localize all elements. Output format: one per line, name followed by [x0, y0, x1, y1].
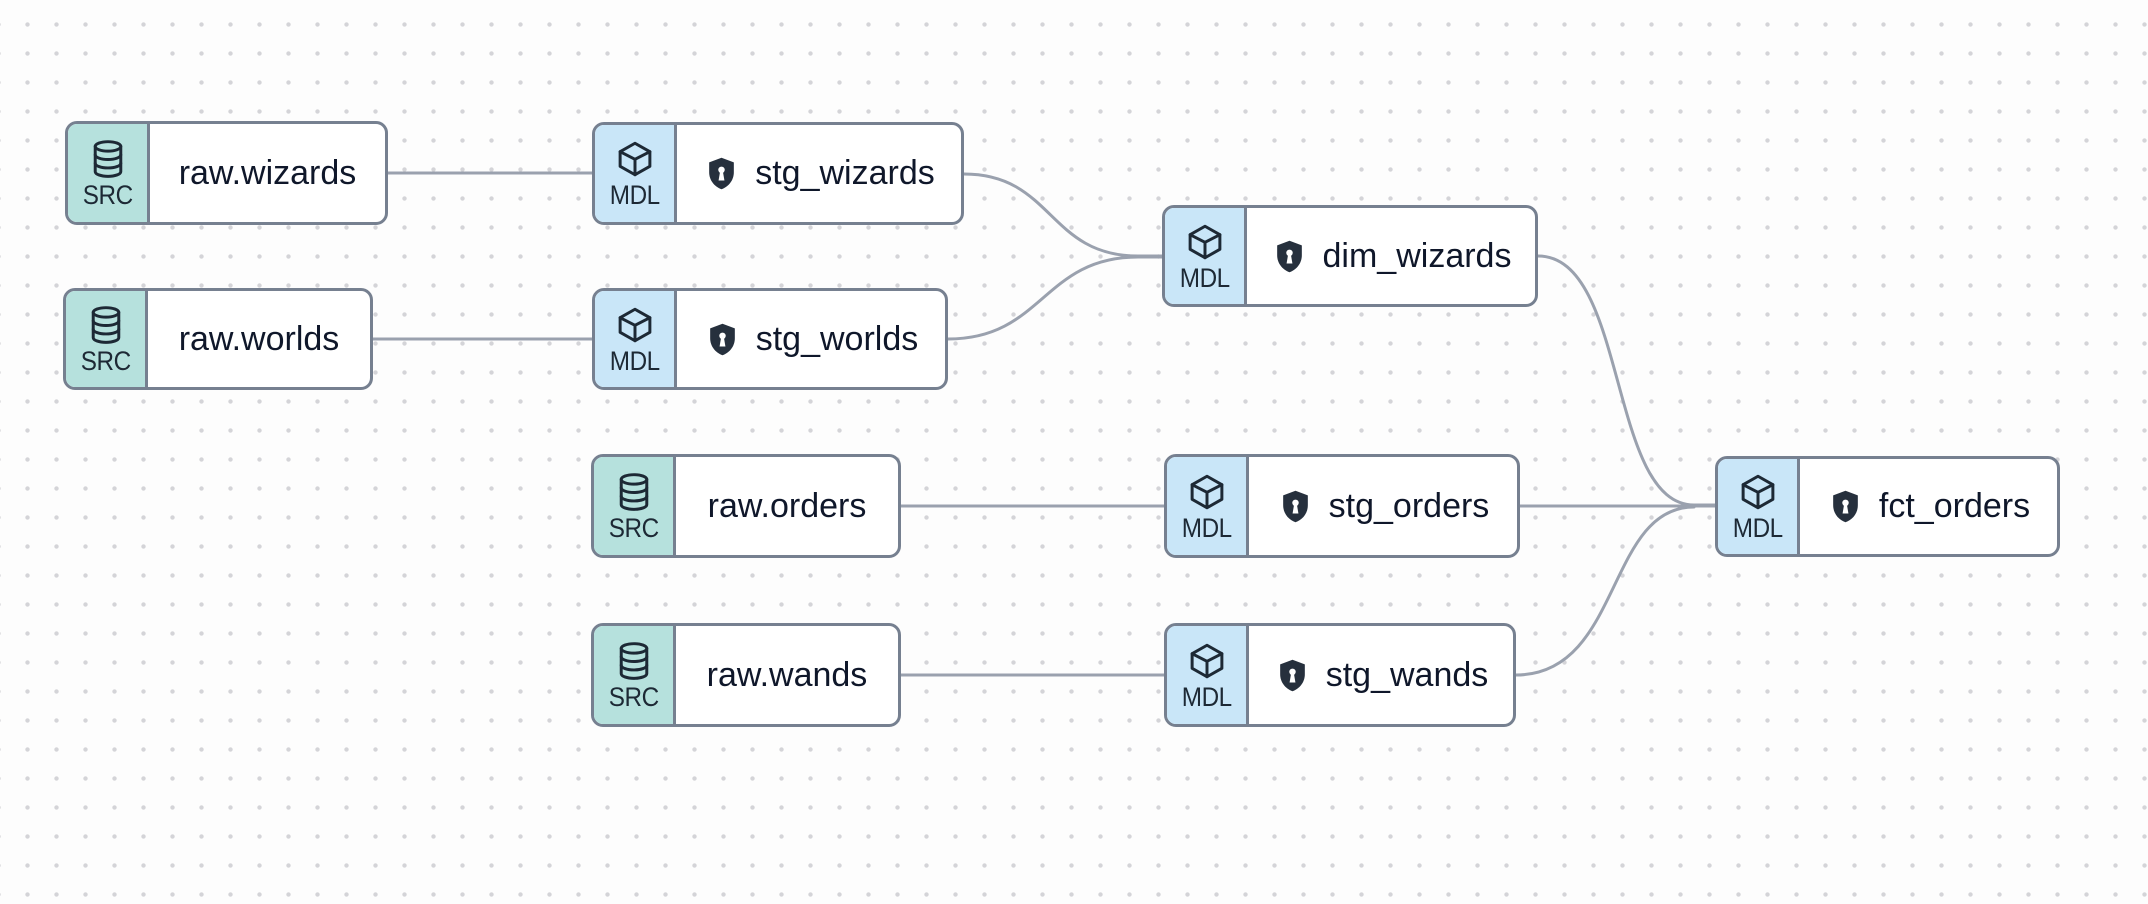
model-badge: MDL: [1718, 459, 1800, 554]
node-name-text: stg_wands: [1325, 655, 1489, 694]
model-badge: MDL: [1165, 208, 1247, 304]
badge-label: MDL: [1179, 262, 1230, 293]
cube-icon: [1184, 221, 1226, 263]
model-badge: MDL: [1167, 457, 1249, 555]
node-raw-wands[interactable]: SRC raw.wands: [591, 623, 901, 727]
source-badge: SRC: [68, 124, 150, 222]
node-raw-worlds[interactable]: SRC raw.worlds: [63, 288, 373, 390]
cube-icon: [1186, 640, 1228, 682]
cube-icon: [1737, 471, 1779, 513]
model-badge: MDL: [1167, 626, 1249, 724]
node-label: raw.wands: [676, 626, 898, 724]
badge-label: SRC: [80, 345, 131, 376]
shield-lock-icon: [1271, 238, 1308, 275]
model-badge: MDL: [595, 125, 677, 222]
node-stg-wands[interactable]: MDL stg_wands: [1164, 623, 1516, 727]
node-dim-wizards[interactable]: MDL dim_wizards: [1162, 205, 1538, 307]
node-name-text: stg_wizards: [755, 154, 935, 192]
cube-icon: [1186, 471, 1228, 513]
cube-icon: [614, 304, 656, 346]
edge-dim-wizards-fct-orders: [1536, 254, 1717, 507]
node-name-text: dim_wizards: [1322, 236, 1512, 275]
node-label: raw.worlds: [148, 291, 370, 387]
node-name-text: fct_orders: [1878, 487, 2031, 525]
node-label: raw.orders: [676, 457, 898, 555]
node-stg-worlds[interactable]: MDL stg_worlds: [592, 288, 948, 390]
shield-lock-icon: [1827, 488, 1864, 525]
node-label: stg_orders: [1249, 457, 1517, 555]
node-label: stg_worlds: [677, 291, 945, 387]
node-name-text: stg_orders: [1328, 486, 1490, 525]
node-label: fct_orders: [1800, 459, 2057, 554]
cube-icon: [614, 138, 656, 180]
badge-label: SRC: [82, 179, 133, 210]
shield-lock-icon: [1277, 488, 1314, 525]
node-label: stg_wizards: [677, 125, 961, 222]
edge-stg-worlds-dim-wizards: [946, 255, 1164, 341]
edge-stg-wands-fct-orders: [1514, 505, 1696, 677]
database-icon: [85, 304, 127, 346]
node-stg-orders[interactable]: MDL stg_orders: [1164, 454, 1520, 558]
node-stg-wizards[interactable]: MDL stg_wizards: [592, 122, 964, 225]
badge-label: MDL: [609, 180, 660, 210]
node-label: dim_wizards: [1247, 208, 1535, 304]
edge-stg-wizards-dim-wizards: [962, 172, 1164, 258]
source-badge: SRC: [594, 457, 676, 555]
node-raw-orders[interactable]: SRC raw.orders: [591, 454, 901, 558]
node-label: stg_wands: [1249, 626, 1513, 724]
database-icon: [613, 640, 655, 682]
badge-label: MDL: [1732, 513, 1783, 543]
node-name-text: raw.worlds: [178, 319, 340, 358]
node-label: raw.wizards: [150, 124, 385, 222]
badge-label: SRC: [608, 681, 659, 712]
node-name-text: stg_worlds: [755, 319, 919, 358]
node-name-text: raw.orders: [707, 486, 867, 525]
node-fct-orders[interactable]: MDL fct_orders: [1715, 456, 2060, 557]
node-raw-wizards[interactable]: SRC raw.wizards: [65, 121, 388, 225]
badge-label: SRC: [608, 512, 659, 543]
badge-label: MDL: [1181, 681, 1232, 712]
badge-label: MDL: [609, 345, 660, 376]
source-badge: SRC: [66, 291, 148, 387]
source-badge: SRC: [594, 626, 676, 724]
node-name-text: raw.wizards: [178, 153, 357, 192]
shield-lock-icon: [1274, 657, 1311, 694]
shield-lock-icon: [704, 321, 741, 358]
badge-label: MDL: [1181, 512, 1232, 543]
shield-lock-icon: [703, 155, 740, 192]
database-icon: [613, 471, 655, 513]
model-badge: MDL: [595, 291, 677, 387]
node-name-text: raw.wands: [706, 655, 868, 694]
database-icon: [87, 138, 129, 180]
